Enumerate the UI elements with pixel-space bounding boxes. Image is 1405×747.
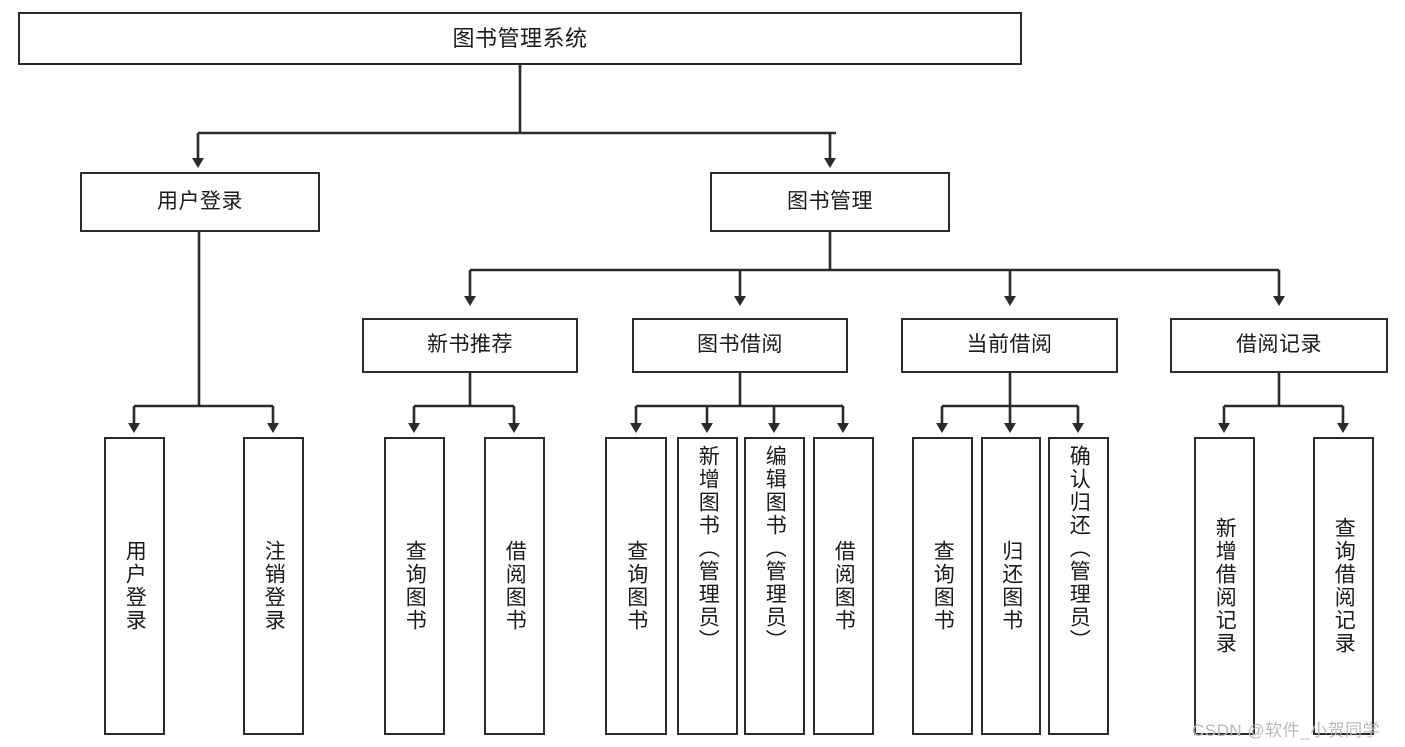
node-label: 编辑图书（管理员） — [763, 445, 787, 652]
node-label: 借阅图书 — [503, 540, 527, 632]
node-book-manage[interactable]: 图书管理 — [710, 172, 950, 232]
node-label: 新增图书（管理员） — [696, 445, 720, 652]
node-label: 确认归还（管理员） — [1067, 445, 1091, 652]
leaf-query-book-3[interactable]: 查询图书 — [912, 437, 973, 735]
leaf-query-book-2[interactable]: 查询图书 — [605, 437, 667, 735]
node-label: 注销登录 — [262, 540, 286, 632]
node-label: 新书推荐 — [427, 333, 513, 357]
node-borrow-record[interactable]: 借阅记录 — [1170, 318, 1388, 373]
node-current-borrow[interactable]: 当前借阅 — [901, 318, 1118, 373]
node-label: 借阅记录 — [1236, 333, 1322, 357]
leaf-borrow-book-1[interactable]: 借阅图书 — [484, 437, 545, 735]
node-label: 查询借阅记录 — [1332, 517, 1356, 655]
node-label: 用户登录 — [123, 540, 147, 632]
leaf-borrow-book-2[interactable]: 借阅图书 — [813, 437, 874, 735]
node-label: 查询图书 — [624, 540, 648, 632]
node-label: 新增借阅记录 — [1213, 517, 1237, 655]
leaf-user-logout[interactable]: 注销登录 — [243, 437, 304, 735]
node-label: 用户登录 — [157, 189, 243, 213]
leaf-add-record[interactable]: 新增借阅记录 — [1194, 437, 1255, 735]
node-label: 图书借阅 — [697, 333, 783, 357]
node-root-system[interactable]: 图书管理系统 — [18, 12, 1022, 65]
node-book-borrow[interactable]: 图书借阅 — [632, 318, 848, 373]
leaf-edit-book[interactable]: 编辑图书（管理员） — [744, 437, 805, 735]
leaf-query-book-1[interactable]: 查询图书 — [384, 437, 445, 735]
leaf-user-login[interactable]: 用户登录 — [104, 437, 165, 735]
node-label: 借阅图书 — [832, 540, 856, 632]
leaf-query-record[interactable]: 查询借阅记录 — [1313, 437, 1374, 735]
watermark-text: CSDN @软件_小贺同学 — [1192, 721, 1381, 740]
node-user-login[interactable]: 用户登录 — [80, 172, 320, 232]
leaf-add-book[interactable]: 新增图书（管理员） — [677, 437, 738, 735]
node-label: 查询图书 — [931, 540, 955, 632]
node-label: 查询图书 — [403, 540, 427, 632]
node-new-book-recommend[interactable]: 新书推荐 — [362, 318, 578, 373]
node-label: 当前借阅 — [966, 333, 1053, 357]
node-label: 图书管理系统 — [452, 25, 588, 51]
leaf-return-book[interactable]: 归还图书 — [981, 437, 1041, 735]
leaf-confirm-return[interactable]: 确认归还（管理员） — [1048, 437, 1109, 735]
node-label: 图书管理 — [787, 189, 873, 213]
node-label: 归还图书 — [999, 540, 1023, 632]
